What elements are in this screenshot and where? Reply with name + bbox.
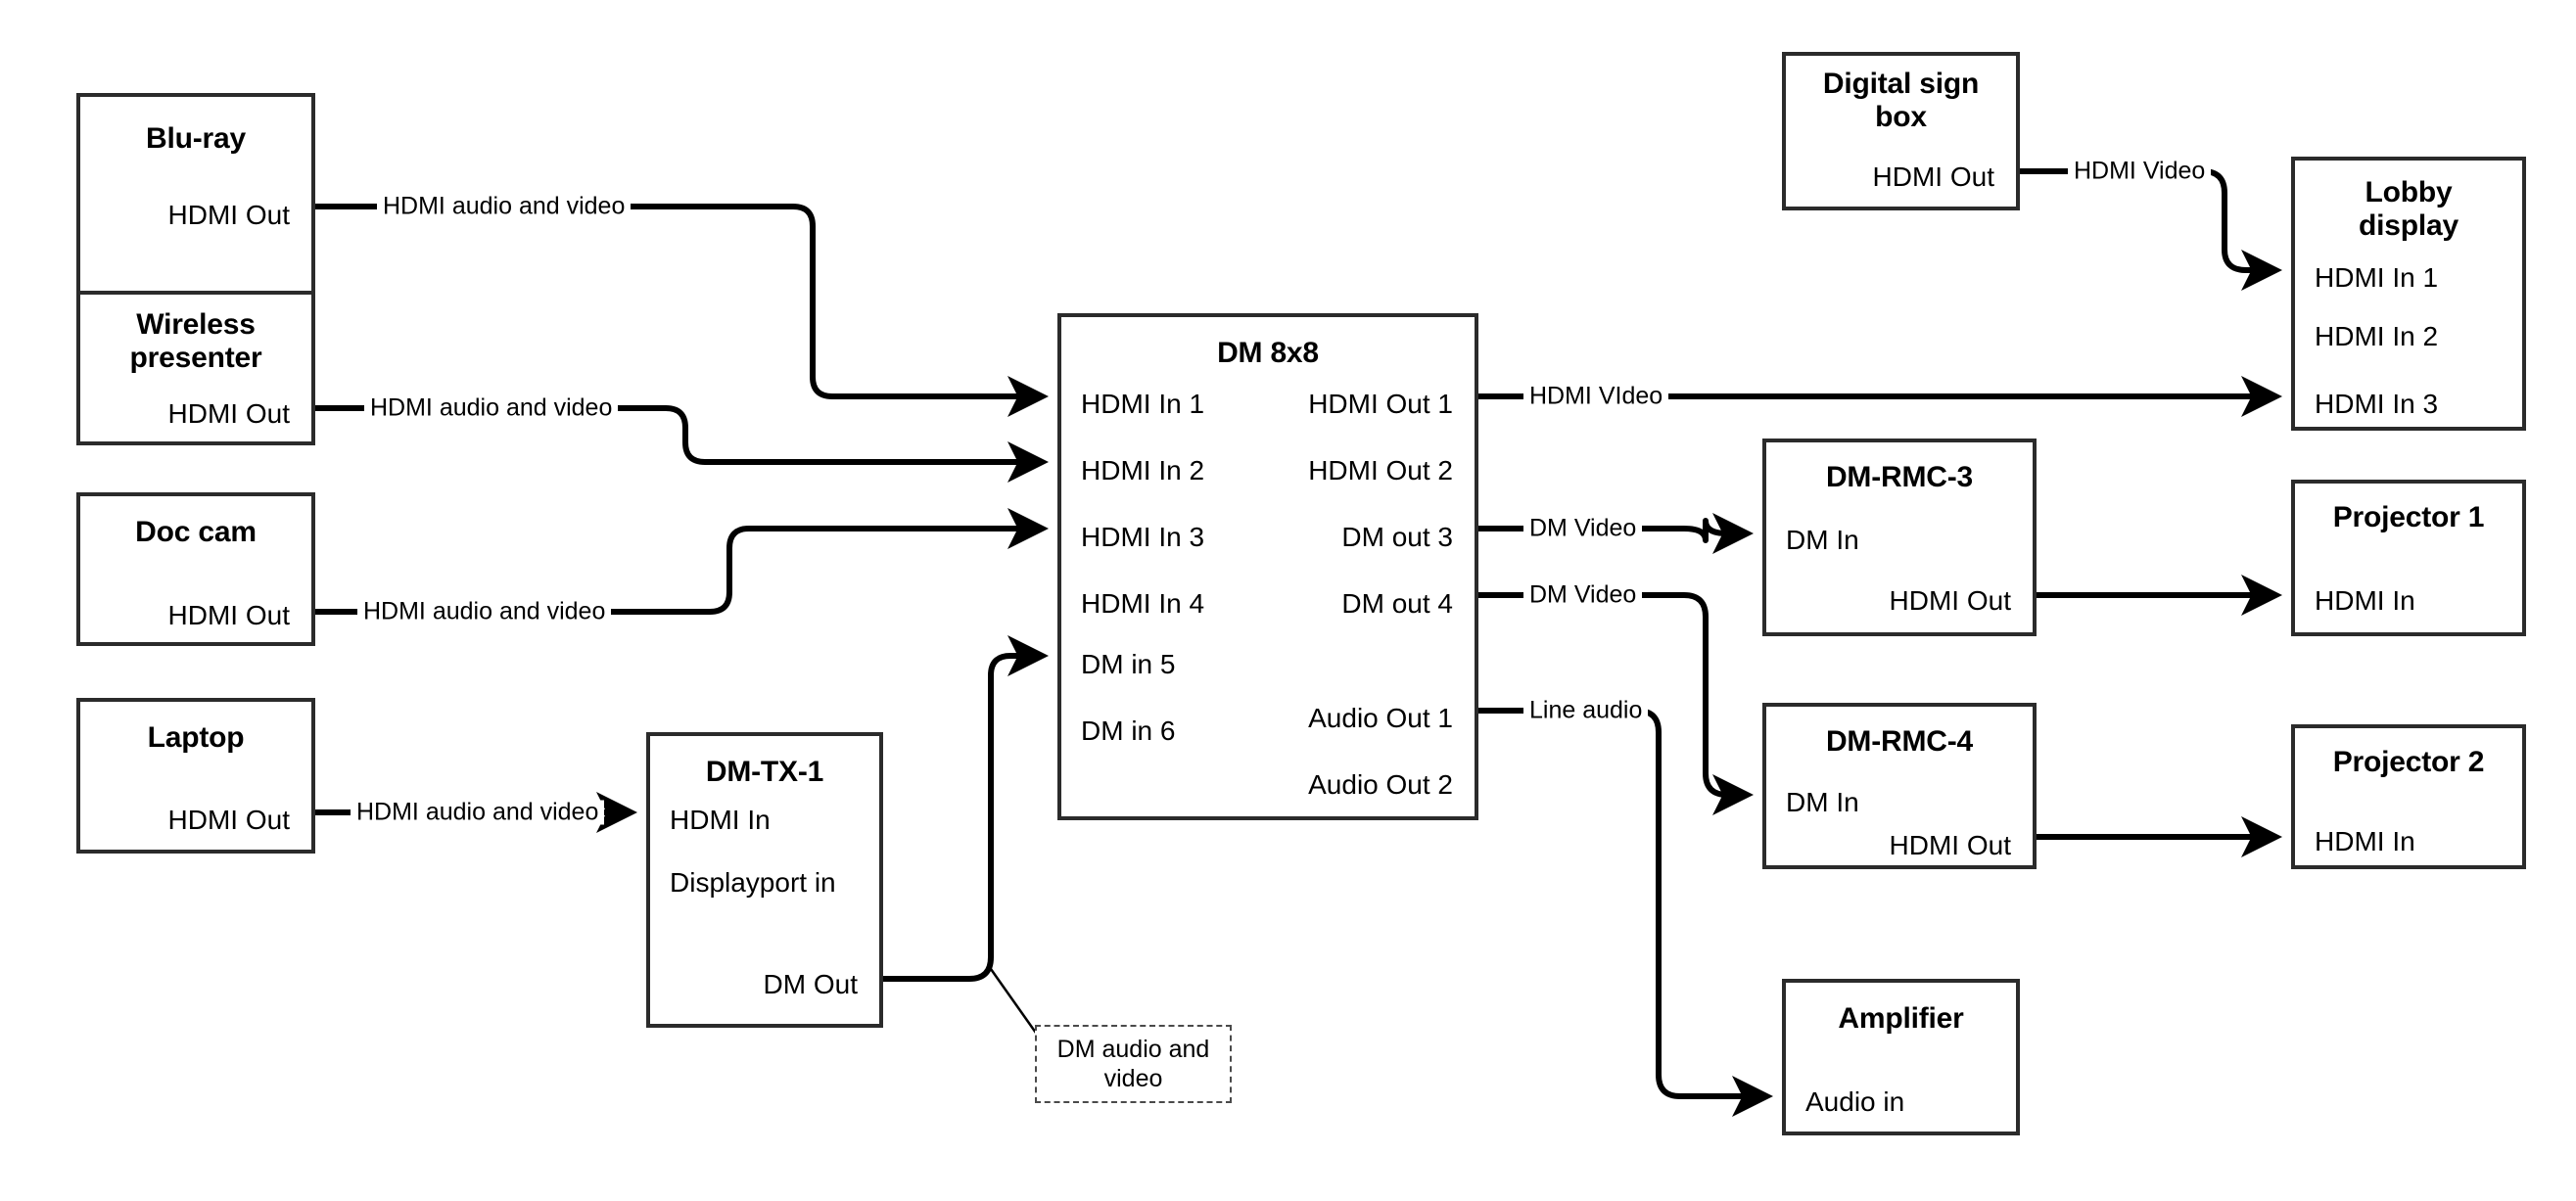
node-dm-rmc-3-port-hdmi-out: HDMI Out [1889,585,2011,616]
node-digital-sign-box-title-line1: Digital sign [1822,68,1980,100]
node-dm-rmc-4-port-hdmi-out: HDMI Out [1889,830,2011,860]
node-dm-tx-1-title: DM-TX-1 [705,756,824,788]
node-lobby-display-port-hdmi-in-1: HDMI In 1 [2315,262,2439,293]
node-wireless-presenter-port-hdmi-out: HDMI Out [167,398,290,429]
node-dm-rmc-4-port-dm-in: DM In [1786,787,1859,817]
node-dm-tx-1-port-displayport-in: Displayport in [670,867,836,898]
edge-label-doccam-to-dm8x8: HDMI audio and video [357,599,612,624]
node-dm-8x8-input-dm-in-6: DM in 6 [1081,716,1176,746]
node-projector-1[interactable]: Projector 1 HDMI In [2291,480,2526,636]
node-dm-rmc-3-port-dm-in: DM In [1786,525,1859,555]
node-dm-8x8-input-hdmi-in-3: HDMI In 3 [1081,522,1205,552]
wire-digitalsign-to-lobby [2020,168,2282,291]
node-projector-1-title: Projector 1 [2332,501,2485,533]
node-amplifier-port-audio-in: Audio in [1805,1086,1905,1117]
node-lobby-display-port-hdmi-in-3: HDMI In 3 [2315,389,2439,419]
node-lobby-display[interactable]: Lobby display HDMI In 1 HDMI In 2 HDMI I… [2291,157,2526,431]
node-projector-2-port-hdmi-in: HDMI In [2315,826,2415,856]
node-digital-sign-box-port-hdmi-out: HDMI Out [1872,162,1994,192]
wire-dm8x8-out4-to-rmc4 [1478,592,1754,815]
node-dm-tx-1[interactable]: DM-TX-1 HDMI In Displayport in DM Out [646,732,883,1028]
node-projector-1-port-hdmi-in: HDMI In [2315,585,2415,616]
node-bluray-title: Blu-ray [146,122,246,155]
wire-dmtx1-to-dm8x8 [883,635,1049,982]
node-wireless-presenter[interactable]: Wireless presenter HDMI Out [76,291,315,445]
node-dm-8x8-input-hdmi-in-4: HDMI In 4 [1081,588,1205,619]
node-dm-8x8-output-audio-out-2: Audio Out 2 [1308,769,1453,800]
node-laptop[interactable]: Laptop HDMI Out [76,698,315,854]
node-dm-tx-1-port-dm-out: DM Out [763,969,858,999]
edge-label-dm8x8-out4-to-rmc4: DM Video [1523,582,1643,608]
node-doc-cam-title: Doc cam [135,516,257,548]
node-dm-8x8-output-dm-out-3: DM out 3 [1341,522,1453,552]
node-dm-8x8[interactable]: DM 8x8 HDMI In 1 HDMI In 2 HDMI In 3 HDM… [1057,313,1478,820]
node-dm-8x8-input-hdmi-in-1: HDMI In 1 [1081,389,1205,419]
node-digital-sign-box[interactable]: Digital sign box HDMI Out [1782,52,2020,210]
node-dm-8x8-input-hdmi-in-2: HDMI In 2 [1081,455,1205,485]
edge-label-digitalsign-to-lobby: HDMI Video [2068,159,2212,184]
node-dm-rmc-3-title: DM-RMC-3 [1825,461,1974,493]
node-doc-cam-port-hdmi-out: HDMI Out [167,600,290,630]
node-dm-8x8-title: DM 8x8 [1217,337,1319,369]
node-doc-cam[interactable]: Doc cam HDMI Out [76,492,315,646]
node-dm-8x8-output-dm-out-4: DM out 4 [1341,588,1453,619]
node-wireless-presenter-title-line2: presenter [129,342,262,374]
node-wireless-presenter-title-line1: Wireless [136,308,256,341]
node-digital-sign-box-title-line2: box [1875,101,1927,133]
node-dm-8x8-output-hdmi-out-1: HDMI Out 1 [1308,389,1453,419]
edge-label-bluray-to-dm8x8: HDMI audio and video [377,194,632,219]
node-lobby-display-title-line1: Lobby [2365,176,2453,208]
node-dm-8x8-output-hdmi-out-2: HDMI Out 2 [1308,455,1453,485]
wire-dm8x8-audio1-to-amplifier [1478,708,1773,1117]
node-bluray[interactable]: Blu-ray HDMI Out [76,93,315,301]
edge-label-dm8x8-out1-to-lobby: HDMI VIdeo [1523,384,1669,409]
node-lobby-display-title-line2: display [2359,209,2459,242]
node-laptop-port-hdmi-out: HDMI Out [167,805,290,835]
node-projector-2[interactable]: Projector 2 HDMI In [2291,724,2526,869]
edge-label-laptop-to-dmtx1: HDMI audio and video [351,800,605,825]
node-projector-2-title: Projector 2 [2332,746,2485,778]
node-lobby-display-port-hdmi-in-2: HDMI In 2 [2315,321,2439,351]
node-dm-rmc-4-title: DM-RMC-4 [1825,725,1974,758]
node-bluray-port-hdmi-out: HDMI Out [167,200,290,230]
node-amplifier[interactable]: Amplifier Audio in [1782,979,2020,1135]
node-dm-rmc-4[interactable]: DM-RMC-4 DM In HDMI Out [1762,703,2037,869]
wire-bluray-to-dm8x8 [315,204,1049,417]
node-dm-8x8-input-dm-in-5: DM in 5 [1081,649,1176,679]
edge-label-wireless-to-dm8x8: HDMI audio and video [364,395,619,421]
edge-label-dm8x8-audio1-to-amplifier: Line audio [1523,698,1649,723]
edge-label-dm8x8-out3-to-rmc3: DM Video [1523,516,1643,541]
node-laptop-title: Laptop [147,721,245,754]
node-dm-tx-1-port-hdmi-in: HDMI In [670,805,771,835]
node-dm-rmc-3[interactable]: DM-RMC-3 DM In HDMI Out [1762,439,2037,636]
callout-dm-audio-and-video: DM audio and video [1035,1025,1232,1103]
node-amplifier-title: Amplifier [1838,1002,1964,1035]
node-dm-8x8-output-audio-out-1: Audio Out 1 [1308,703,1453,733]
